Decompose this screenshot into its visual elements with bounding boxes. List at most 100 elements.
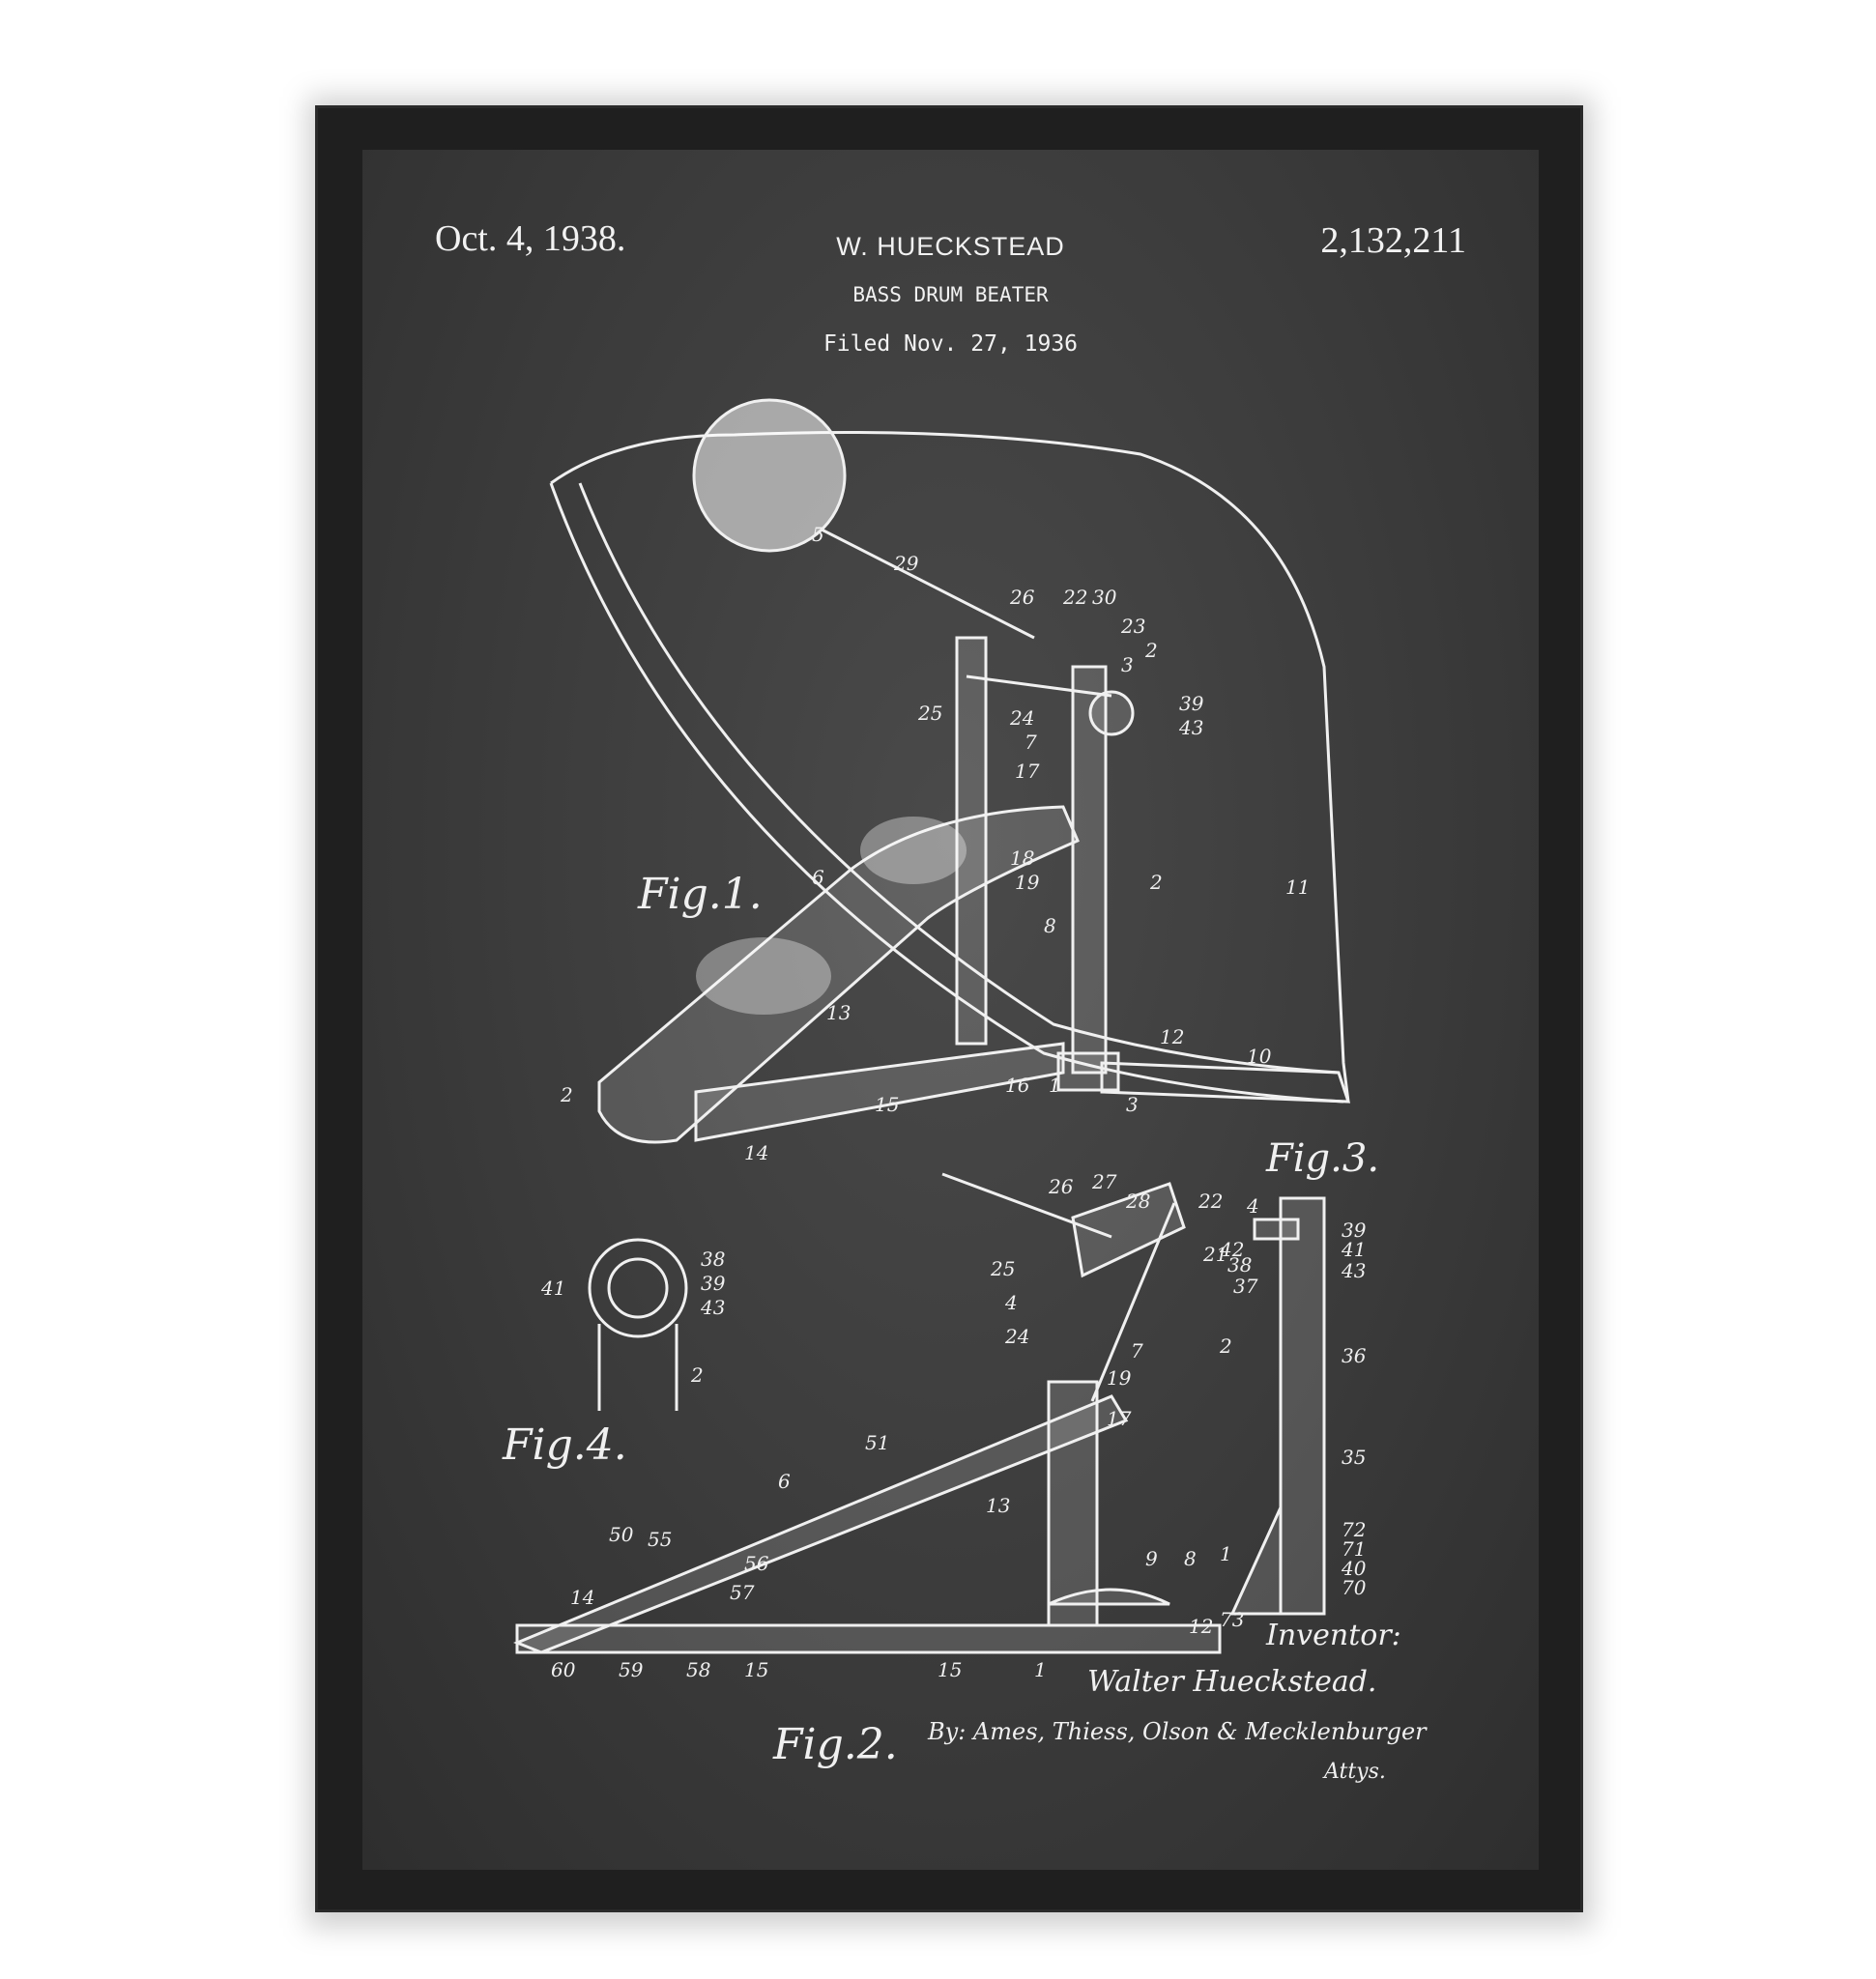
post-foot — [1229, 1506, 1283, 1616]
ref-numeral: 1 — [1034, 1658, 1047, 1681]
ref-numeral: 14 — [744, 1141, 768, 1164]
ref-numeral: 70 — [1342, 1576, 1367, 1599]
ref-numeral: 59 — [619, 1658, 644, 1681]
fig1-label: Fig.1. — [637, 870, 763, 919]
ref-numeral: 25 — [917, 702, 942, 725]
ref-numeral: 11 — [1285, 875, 1310, 899]
ref-numeral: 39 — [701, 1272, 726, 1295]
patent-number: 2,132,211 — [1320, 220, 1466, 261]
ref-numeral: 50 — [609, 1523, 634, 1546]
drum-hoop — [1100, 1061, 1351, 1104]
ref-numeral: 42 — [1219, 1238, 1244, 1261]
ref-numeral: 43 — [1341, 1259, 1366, 1282]
attorneys-signature: By: Ames, Thiess, Olson & Mecklenburger — [927, 1718, 1428, 1745]
fig2-drawing: Fig.2. — [513, 1172, 1222, 1769]
ref-numeral: 13 — [986, 1494, 1010, 1517]
ref-numeral: 2 — [1149, 871, 1163, 894]
ref-numeral: 37 — [1233, 1275, 1258, 1298]
fig3-drawing: Fig.3. — [1229, 1136, 1379, 1616]
fig2-label: Fig.2. — [772, 1720, 898, 1769]
fig3-label: Fig.3. — [1265, 1136, 1379, 1181]
ref-numeral: 43 — [700, 1296, 725, 1319]
ref-numeral: 15 — [875, 1093, 899, 1116]
ref-numeral: 3 — [1121, 653, 1134, 676]
ref-numeral: 10 — [1247, 1045, 1272, 1068]
ref-numeral: 6 — [778, 1470, 791, 1493]
ref-numeral: 19 — [1107, 1366, 1132, 1390]
fig4-label: Fig.4. — [502, 1420, 627, 1470]
axle — [966, 674, 1112, 698]
drum-rim-inner — [578, 482, 1340, 1075]
ref-numeral: 21 — [1202, 1243, 1227, 1266]
ref-numeral: 12 — [1160, 1025, 1184, 1048]
ref-numeral: 43 — [1178, 716, 1203, 739]
ref-numeral: 23 — [1120, 615, 1145, 638]
base-rail — [515, 1623, 1222, 1654]
ref-numeral: 73 — [1220, 1608, 1244, 1631]
ref-numeral: 26 — [1009, 586, 1035, 609]
drum-rim-outer — [549, 482, 1344, 1104]
footboard-grip-mid — [696, 937, 831, 1015]
inventor-label: Inventor: — [1265, 1619, 1401, 1652]
ref-numeral: 40 — [1341, 1557, 1367, 1580]
pedal-post-left — [955, 636, 988, 1046]
ref-numeral: 60 — [551, 1658, 576, 1681]
ref-numeral: 15 — [938, 1658, 962, 1681]
ref-numeral: 2 — [560, 1083, 573, 1106]
ref-numeral: 4 — [1004, 1291, 1018, 1314]
ref-numeral: 39 — [1342, 1219, 1367, 1242]
strap-side — [1090, 1202, 1176, 1402]
filed-date: Filed Nov. 27, 1936 — [823, 331, 1079, 357]
base-plate — [694, 1042, 1065, 1142]
ref-numeral: 13 — [826, 1001, 851, 1024]
ref-numeral: 39 — [1179, 692, 1204, 715]
post-base — [1056, 1051, 1120, 1092]
ref-numeral: 24 — [1009, 706, 1034, 730]
signature-block: Inventor: Walter Hueckstead. By: Ames, T… — [927, 1619, 1428, 1784]
ref-numeral: 9 — [1145, 1547, 1158, 1570]
footboard-grip-top — [860, 817, 967, 884]
beater-rod-side — [941, 1172, 1112, 1239]
drum-cover-outline — [550, 431, 1350, 1103]
ref-numeral: 18 — [1010, 846, 1034, 870]
ref-numeral: 17 — [1015, 760, 1040, 783]
attys-label: Attys. — [1322, 1760, 1386, 1784]
axle-section — [1253, 1218, 1300, 1241]
ref-numeral: 6 — [812, 866, 824, 889]
ref-numeral: 56 — [744, 1552, 769, 1575]
ref-numeral: 55 — [648, 1528, 672, 1551]
footboard-side — [513, 1394, 1129, 1654]
ref-numeral: 27 — [1091, 1170, 1117, 1193]
ref-numeral: 2 — [1144, 639, 1158, 662]
ref-numeral: 29 — [893, 552, 919, 575]
ref-numeral: 17 — [1107, 1407, 1132, 1430]
ref-numeral: 7 — [1131, 1339, 1143, 1362]
ref-numeral: 57 — [730, 1581, 755, 1604]
ref-numeral: 16 — [1005, 1074, 1030, 1097]
ref-numeral: 22 — [1062, 586, 1087, 609]
pedal-post-right — [1071, 665, 1108, 1075]
ref-numeral: 3 — [1126, 1093, 1139, 1116]
ref-numeral: 2 — [690, 1363, 704, 1387]
ref-numeral: 35 — [1342, 1446, 1366, 1469]
ref-numeral: 26 — [1048, 1175, 1074, 1198]
ref-numeral: 36 — [1342, 1344, 1367, 1367]
beater-rod — [821, 528, 1035, 640]
inventor-heading: W. HUECKSTEAD — [836, 232, 1065, 261]
footboard — [597, 805, 1080, 1144]
ref-numeral: 24 — [1004, 1325, 1029, 1348]
ref-numeral: 5 — [812, 523, 824, 546]
patent-title: BASS DRUM BEATER — [852, 283, 1049, 306]
ref-numeral: 38 — [701, 1248, 725, 1271]
heel-spring — [1048, 1588, 1170, 1606]
ref-numeral: 72 — [1342, 1518, 1366, 1541]
axle-bearing — [1088, 690, 1135, 736]
post-side — [1047, 1380, 1099, 1627]
ref-numeral: 1 — [1220, 1542, 1232, 1565]
ref-numeral: 14 — [570, 1586, 594, 1609]
ref-numeral: 8 — [1184, 1547, 1197, 1570]
ref-numeral: 51 — [865, 1431, 889, 1454]
ref-numeral: 41 — [1341, 1238, 1366, 1261]
ref-numeral: 2 — [1219, 1334, 1232, 1358]
